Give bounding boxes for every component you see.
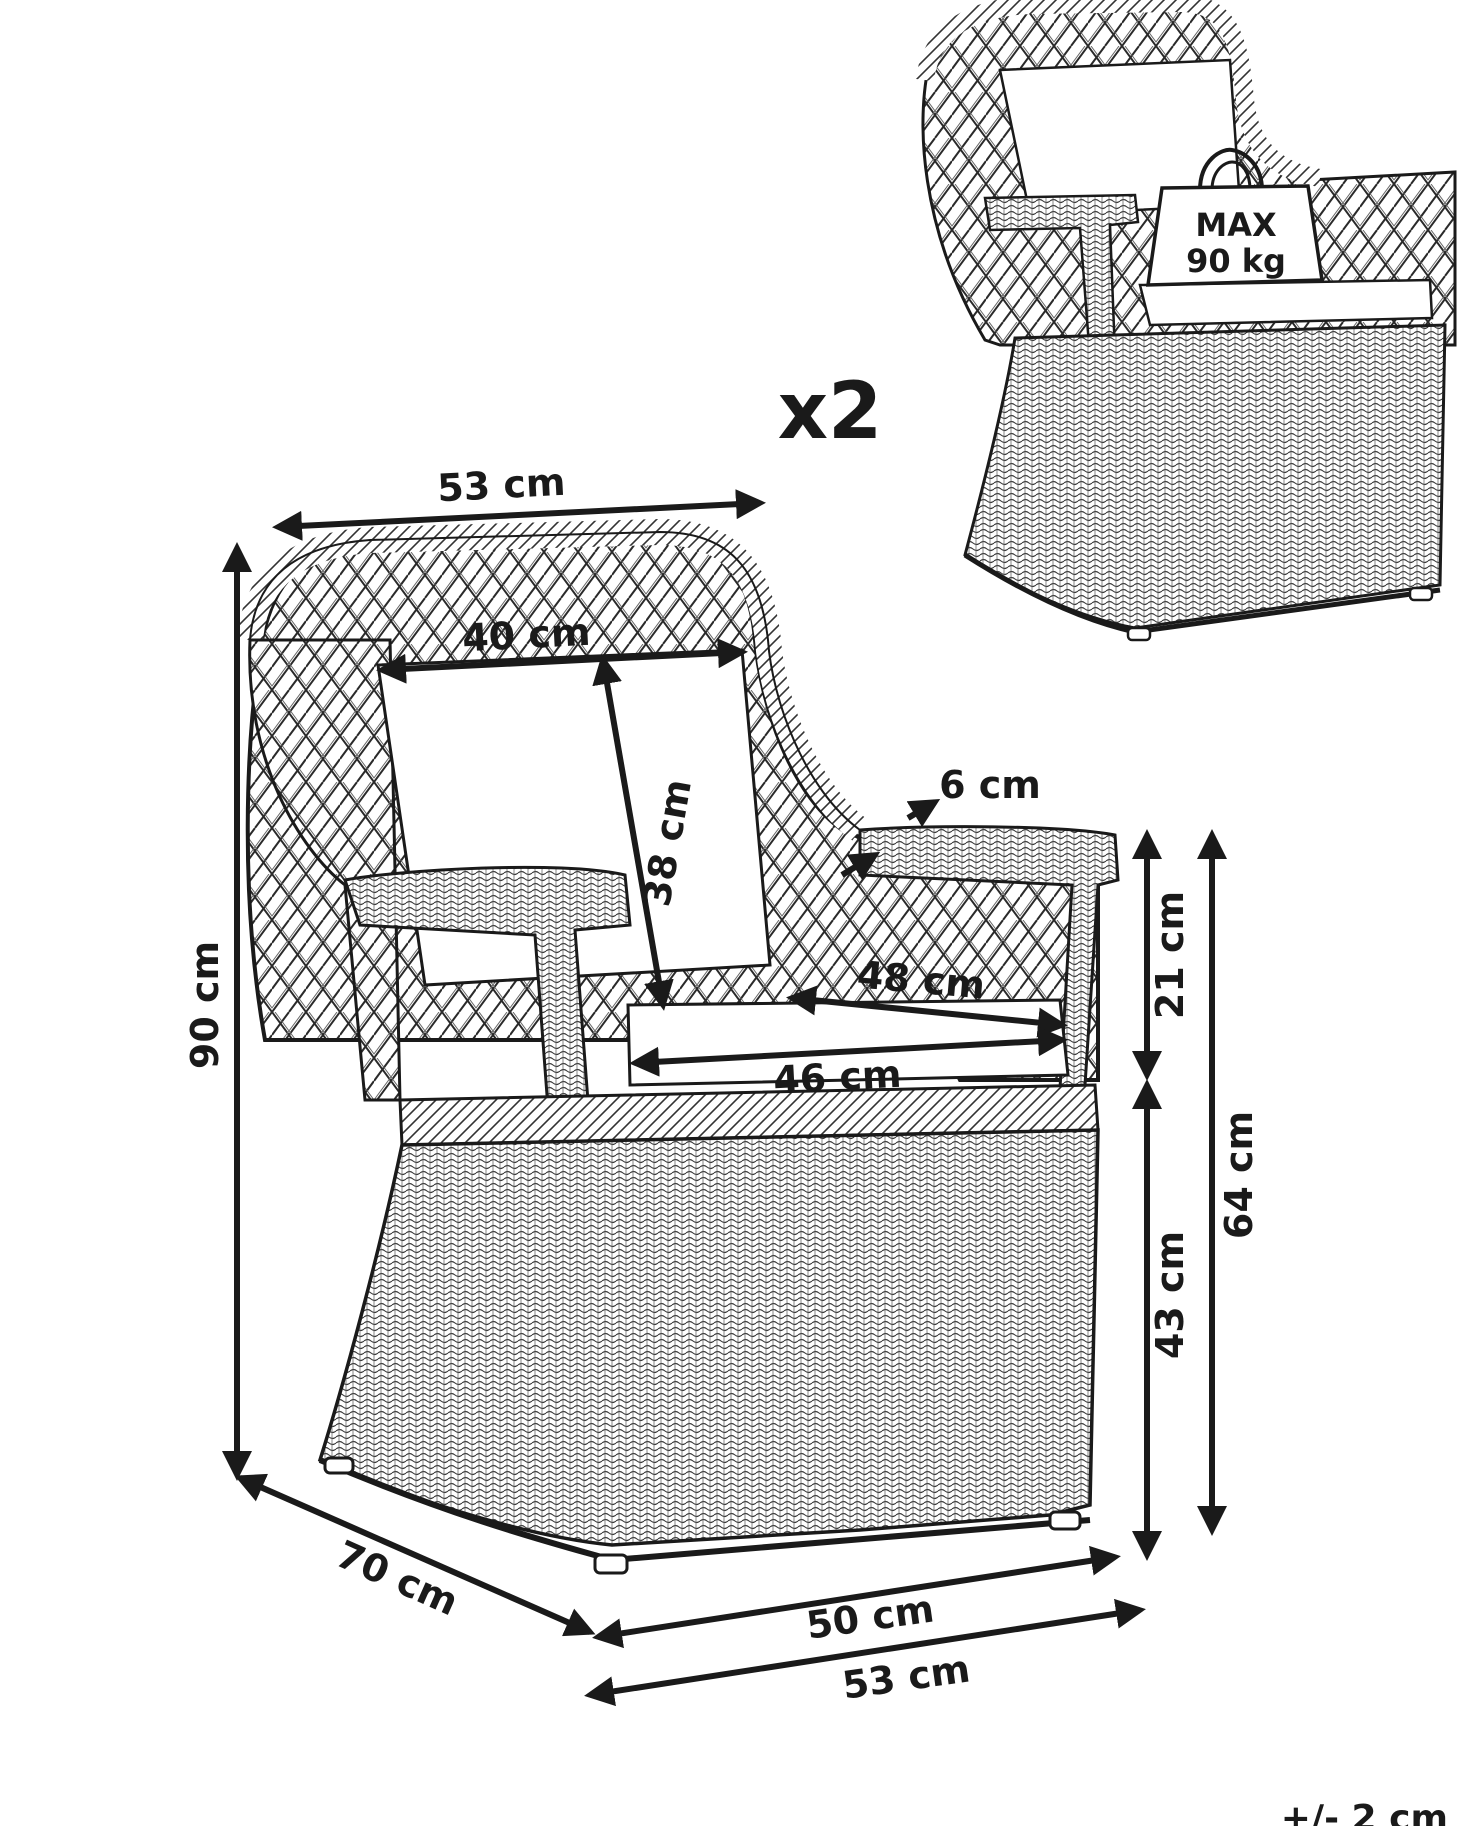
dim-line-depth [234, 1473, 596, 1637]
chair-foot [323, 1456, 355, 1475]
dim-line-arm-thickness [906, 798, 941, 828]
label-total-height: 90 cm [183, 941, 227, 1069]
tolerance-note: +/- 2 cm [1281, 1798, 1448, 1826]
small-chair-foot [1408, 586, 1434, 602]
main-chair-illustration [237, 518, 1120, 1575]
dim-line-back-height [592, 654, 674, 1011]
dim-line-seat-depth [786, 985, 1068, 1038]
max-weight-line1: MAX [1195, 206, 1277, 244]
label-top-width: 53 cm [436, 460, 566, 511]
dim-line-back-width [376, 638, 748, 684]
label-arm-floor-height: 64 cm [1217, 1111, 1261, 1239]
label-seat-width: 46 cm [772, 1052, 902, 1103]
small-seat-cushion [1138, 278, 1434, 327]
dim-line-bottom-width [584, 1598, 1146, 1707]
small-chair-base [963, 323, 1447, 630]
small-chair-illustration: MAX 90 kg [916, 0, 1457, 642]
small-chair-foot [1126, 626, 1152, 642]
label-back-width: 40 cm [461, 610, 591, 661]
quantity-label: x2 [778, 367, 883, 457]
label-seat-height: 43 cm [1148, 1231, 1192, 1359]
dim-line-arm-thickness-b [840, 851, 881, 881]
dim-line-seat-width [629, 1026, 1068, 1077]
chair-foot [1048, 1510, 1082, 1531]
max-weight-line2: 90 kg [1186, 242, 1286, 280]
label-arm-height: 21 cm [1148, 891, 1192, 1019]
dim-line-top-width [272, 489, 766, 541]
max-weight-icon: MAX 90 kg [1145, 147, 1325, 287]
chair-foot [593, 1553, 629, 1575]
chair-left-wing [248, 638, 402, 1102]
left-armrest [343, 865, 632, 1137]
label-arm-thickness: 6 cm [939, 763, 1041, 807]
right-armrest [858, 825, 1120, 1090]
dimension-lines [222, 489, 1227, 1707]
chair-base [317, 1128, 1100, 1547]
label-base-width: 50 cm [804, 1586, 937, 1647]
